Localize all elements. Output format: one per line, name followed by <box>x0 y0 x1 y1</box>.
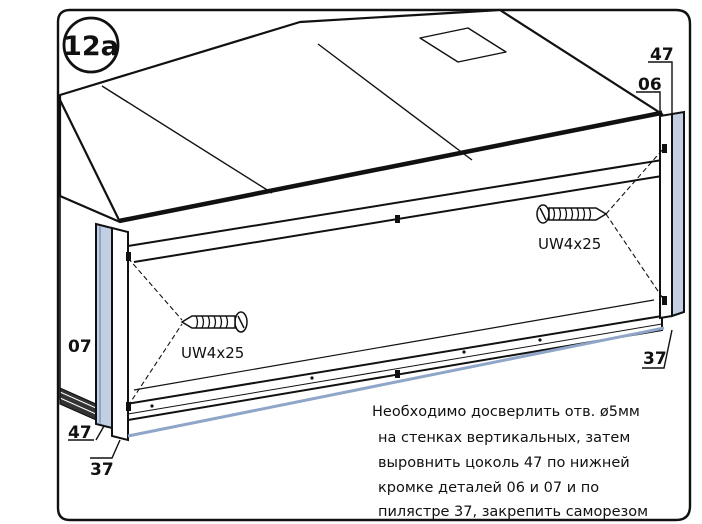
note-line: выровнить цоколь 47 по нижней <box>378 455 630 471</box>
brackets <box>126 144 667 411</box>
label-37-left: 37 <box>90 460 114 480</box>
screw-icon <box>536 204 608 224</box>
diagram-frame <box>56 8 692 522</box>
drill-guides <box>127 147 665 407</box>
instruction-note: Необходимо досверлить отв. ø5мм на стенк… <box>372 404 648 520</box>
step-badge-text: 12a <box>63 31 119 62</box>
note-line: на стенках вертикальных, затем <box>378 430 630 446</box>
note-line: кромке деталей 06 и 07 и по <box>378 480 599 496</box>
plinth-edge-highlight <box>127 326 665 438</box>
label-47-top: 47 <box>650 45 674 65</box>
screw-icon <box>180 311 248 333</box>
right-pilaster <box>659 110 685 320</box>
label-37-right: 37 <box>643 349 667 369</box>
screw-label-right: UW4x25 <box>538 235 601 253</box>
label-07: 07 <box>68 337 92 357</box>
left-pilaster <box>95 222 129 442</box>
screw-label-left: UW4x25 <box>181 344 244 362</box>
rivets <box>150 338 542 408</box>
label-leaders <box>68 61 673 459</box>
label-06: 06 <box>638 75 662 95</box>
step-badge: 12a <box>62 16 120 74</box>
label-47-bottom: 47 <box>68 423 92 443</box>
note-line: Необходимо досверлить отв. ø5мм <box>372 404 640 420</box>
note-line: пилястре 37, закрепить саморезом <box>378 504 648 520</box>
